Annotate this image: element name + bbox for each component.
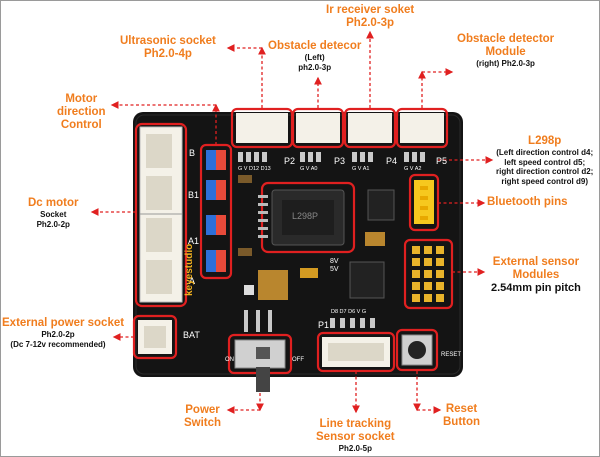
- label-dc-motor: Dc motor Socket Ph2.0-2p: [28, 197, 78, 229]
- obstacle-right-sub: (right) Ph2.0-3p: [476, 59, 535, 68]
- silk-pin-row-4: G V A2: [404, 166, 422, 172]
- label-obstacle-left: Obstacle detecor (Left) ph2.0-3p: [268, 40, 361, 72]
- l298p-sub-3: right direction control d2;: [496, 167, 594, 176]
- bluetooth-title: Bluetooth pins: [487, 196, 568, 208]
- external-sensor-title-1: External sensor: [492, 256, 580, 268]
- silk-line-pins: D8 D7 D6 V G: [331, 309, 367, 315]
- external-power-sub-1: Ph2.0-2p: [41, 330, 75, 339]
- silk-p1: P1: [318, 320, 330, 330]
- dc-motor-sub-2: Ph2.0-2p: [36, 219, 70, 229]
- silk-5v: 5V: [330, 266, 339, 273]
- label-obstacle-right: Obstacle detector Module (right) Ph2.0-3…: [457, 33, 554, 69]
- brand-logo: keyestudio: [184, 243, 195, 296]
- external-power-sub-2: (Dc 7-12v recommended): [10, 339, 106, 349]
- obstacle-left-sub-1: (Left): [304, 53, 325, 62]
- reset-title-1: Reset: [445, 403, 478, 415]
- label-power-switch: Power Switch: [184, 404, 221, 430]
- silk-p5: P5: [436, 156, 448, 166]
- header-pins: [238, 152, 425, 162]
- silk-reset: RESET: [441, 352, 462, 358]
- reset-highlight: [395, 328, 439, 372]
- motor-direction-title-3: Control: [60, 119, 102, 131]
- l298p-sub-4: right speed control d9): [501, 176, 588, 186]
- silk-pin-row-2: G V A0: [300, 166, 318, 172]
- motor-sockets: [139, 126, 183, 303]
- label-line-tracking: Line tracking Sensor socket Ph2.0-5p: [316, 418, 395, 454]
- silk-a: A: [189, 276, 196, 286]
- obstacle-right-title-2: Module: [485, 46, 526, 58]
- l298p-sub-2: left speed control d5;: [504, 157, 586, 167]
- external-sensor-title-2: Modules: [512, 269, 560, 281]
- l298p-title: L298p: [528, 135, 562, 147]
- motor-direction-title-1: Motor: [65, 93, 98, 105]
- silk-b: B: [189, 148, 196, 158]
- line-tracking-title-1: Line tracking: [319, 418, 392, 430]
- silk-pin-row-3: G V A1: [352, 166, 370, 172]
- direction-jumpers: [206, 150, 226, 272]
- label-motor-direction: Motor direction Control: [57, 93, 106, 132]
- line-tracking-title-2: Sensor socket: [316, 431, 395, 443]
- power-switch-title-1: Power: [185, 404, 220, 416]
- silk-bat: BAT: [183, 330, 200, 340]
- label-ir-receiver: Ir receiver soket Ph2.0-3p: [326, 4, 414, 30]
- top-sockets: [236, 113, 444, 143]
- l298p-sub-1: (Left direction control d4;: [496, 148, 594, 157]
- dc-motor-title: Dc motor: [28, 197, 79, 209]
- silk-off: OFF: [292, 357, 304, 363]
- sensor-header: [412, 246, 444, 302]
- silk-8v: 8V: [330, 258, 339, 265]
- label-external-sensor: External sensor Modules 2.54mm pin pitch: [491, 256, 581, 295]
- silk-p2: P2: [284, 156, 296, 166]
- obstacle-left-title: Obstacle detecor: [268, 40, 362, 52]
- ir-title-1: Ir receiver soket: [326, 4, 415, 16]
- silk-p3: P3: [334, 156, 346, 166]
- obstacle-left-sub-2: ph2.0-3p: [298, 62, 332, 72]
- silk-p4: P4: [386, 156, 398, 166]
- silk-pin-row-1: G V D12 D13: [238, 166, 271, 172]
- ir-title-2: Ph2.0-3p: [346, 17, 395, 29]
- obstacle-right-title-1: Obstacle detector: [457, 33, 555, 45]
- external-power-title: External power socket: [2, 317, 125, 329]
- line-tracking-sub: Ph2.0-5p: [338, 444, 372, 453]
- dc-motor-sub-1: Socket: [40, 210, 67, 219]
- ultrasonic-title-1: Ultrasonic socket: [120, 35, 216, 47]
- reset-title-2: Button: [443, 416, 481, 428]
- dc-motor-highlight: [134, 122, 188, 308]
- label-bluetooth: Bluetooth pins: [487, 196, 568, 209]
- chip-marking: L298P: [292, 211, 319, 221]
- silk-on: ON: [225, 357, 234, 363]
- external-sensor-sub: 2.54mm pin pitch: [491, 282, 581, 294]
- power-switch-title-2: Switch: [184, 417, 222, 429]
- chip-highlight: [260, 181, 356, 254]
- ultrasonic-title-2: Ph2.0-4p: [143, 48, 192, 60]
- label-l298p: L298p (Left direction control d4; left s…: [496, 135, 593, 186]
- label-ultrasonic: Ultrasonic socket Ph2.0-4p: [120, 35, 216, 61]
- label-external-power: External power socket Ph2.0-2p (Dc 7-12v…: [2, 317, 125, 349]
- motor-direction-title-2: direction: [57, 106, 106, 118]
- silk-b1: B1: [188, 190, 200, 200]
- silk-a1: A1: [188, 236, 200, 246]
- label-reset: Reset Button: [443, 403, 480, 429]
- sensor-highlight: [403, 238, 454, 310]
